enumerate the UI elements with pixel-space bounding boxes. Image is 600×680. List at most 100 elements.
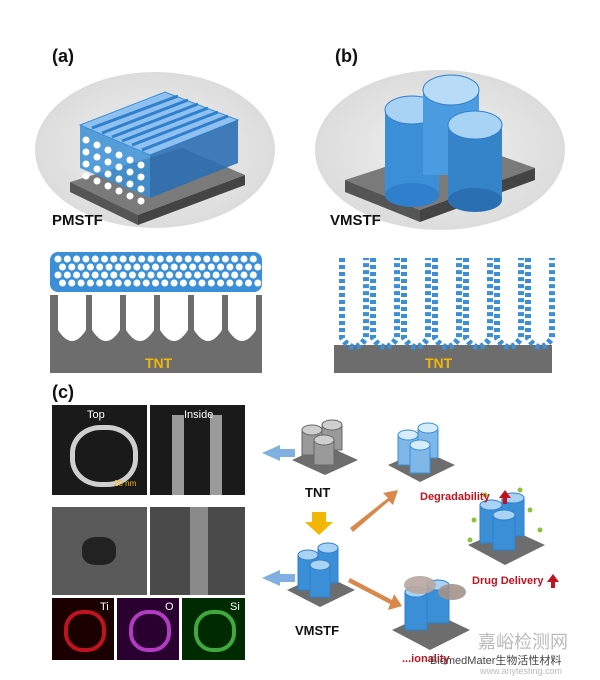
pore-dot <box>240 255 248 263</box>
vmstf-wall <box>339 258 369 350</box>
pore-dot <box>96 279 104 287</box>
pore-dot <box>96 263 104 271</box>
pore-dot <box>77 263 85 271</box>
pore-dot <box>217 279 225 287</box>
pore-dot <box>170 263 178 271</box>
pore-dot <box>91 271 99 279</box>
pore-dot <box>126 156 134 164</box>
em-image-vmstf-top <box>52 507 147 595</box>
vmstf-wall <box>370 258 400 350</box>
pore-dot <box>184 271 192 279</box>
tnt-pore <box>194 295 222 341</box>
pore-dot <box>254 263 262 271</box>
pore-dot <box>91 255 99 263</box>
pore-dot <box>82 271 90 279</box>
red-up-arrow-drug <box>547 574 559 588</box>
pore-dot <box>114 263 122 271</box>
pore-dot <box>226 263 234 271</box>
pore-dot <box>115 151 123 159</box>
pore-dot <box>184 255 192 263</box>
pore-dot <box>161 263 169 271</box>
pore-dot <box>77 279 85 287</box>
pore-dot <box>101 271 108 279</box>
panel-a-label: (a) <box>52 46 74 66</box>
pore-dot <box>59 279 66 287</box>
pore-dot <box>221 271 229 279</box>
pore-dot <box>119 271 127 279</box>
map-si: Si <box>182 598 245 660</box>
red-up-arrow-degradability <box>499 490 511 504</box>
outcome-drug-delivery: Drug Delivery <box>472 575 544 587</box>
pore-dot <box>93 141 101 149</box>
panel-a-film-side <box>150 120 238 198</box>
pore-dot <box>137 161 145 169</box>
pore-dot <box>170 279 178 287</box>
pore-dot <box>86 263 94 271</box>
pore-dot <box>226 279 234 287</box>
pore-dot <box>138 255 146 263</box>
em-image-top: Top 20 nm <box>52 405 147 495</box>
watermark-url: www.anytesting.com <box>480 666 563 676</box>
pore-dot <box>115 187 123 195</box>
pore-dot <box>110 271 118 279</box>
panel-b-film-name: VMSTF <box>330 212 381 229</box>
scale-bar-label: 20 nm <box>114 479 137 488</box>
pore-dot <box>231 255 239 263</box>
pore-dot <box>147 255 155 263</box>
pore-dot <box>93 177 101 185</box>
pore-dot <box>189 263 197 271</box>
pore-dot <box>104 158 112 166</box>
pore-dot <box>101 255 108 263</box>
em-image-vmstf-inside <box>150 507 245 595</box>
map-o-label: O <box>165 601 174 613</box>
tnt-pore <box>228 295 256 341</box>
panel-a-substrate-label: TNT <box>145 355 173 371</box>
watermark-account: BiomedMater生物活性材料 <box>430 655 562 667</box>
pore-dot <box>114 279 122 287</box>
arrow-left-bottom <box>262 570 280 586</box>
pore-dot <box>82 160 90 168</box>
pore-dot <box>179 279 187 287</box>
pore-dot <box>137 197 145 205</box>
pore-dot <box>105 263 113 271</box>
pore-dot <box>212 271 220 279</box>
pore-dot <box>217 263 225 271</box>
vmstf-wall <box>463 258 493 350</box>
pore-dot <box>179 263 187 271</box>
pore-dot <box>63 271 71 279</box>
pore-dot <box>194 255 201 263</box>
pore-dot <box>82 255 90 263</box>
pore-dot <box>203 271 211 279</box>
map-ti: Ti <box>52 598 114 660</box>
pore-dot <box>68 279 76 287</box>
pore-dot <box>235 263 243 271</box>
vmstf-wall <box>401 258 431 350</box>
pore-dot <box>221 255 229 263</box>
panel-b-label: (b) <box>335 46 358 66</box>
pore-dot <box>198 279 206 287</box>
pore-dot <box>104 146 112 154</box>
pore-dot <box>189 279 197 287</box>
pore-dot <box>105 279 113 287</box>
tnt-pore <box>58 295 86 341</box>
pore-dot <box>137 185 145 193</box>
pore-dot <box>110 255 118 263</box>
watermark-site: 嘉峪检测网 <box>478 632 568 652</box>
pore-dot <box>59 263 66 271</box>
arrow-to-degradability <box>350 490 398 532</box>
pore-dot <box>198 263 206 271</box>
pore-dot <box>156 255 164 263</box>
pore-dot <box>86 279 94 287</box>
pore-dot <box>156 271 164 279</box>
tnt-pore <box>92 295 120 341</box>
panel-c-label: (c) <box>52 382 74 402</box>
panel-a-film-name: PMSTF <box>52 212 103 229</box>
pore-dot <box>82 172 90 180</box>
pore-dot <box>194 271 201 279</box>
pore-dot <box>115 175 123 183</box>
pore-dot <box>54 255 62 263</box>
pore-dot <box>166 255 174 263</box>
vmstf-wall <box>525 258 555 350</box>
pore-dot <box>142 279 150 287</box>
